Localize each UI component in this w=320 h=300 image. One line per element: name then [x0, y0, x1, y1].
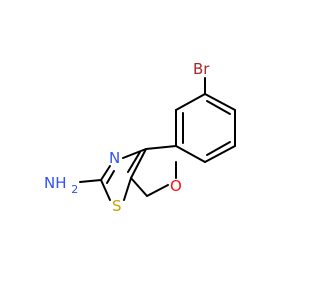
- bond-c3-c4: [204, 145, 236, 163]
- bond-c9b-c5: [145, 145, 177, 150]
- atom-br: Br: [193, 60, 210, 78]
- bond-c2-s: [100, 179, 111, 201]
- bond-s-c3a: [123, 177, 132, 201]
- bond-o-ch2: [146, 184, 169, 197]
- bond-c9b-c3a-inner: [127, 151, 141, 173]
- atom-nh2-subscript: 2: [71, 183, 78, 196]
- atom-s: S: [112, 197, 122, 215]
- bond-c9b-c3a: [130, 148, 147, 179]
- bonds: [79, 77, 236, 201]
- atom-o: O: [170, 177, 182, 195]
- bond-c1-c2: [204, 93, 236, 111]
- bond-c4-c5: [175, 145, 206, 163]
- bond-ch2-c3a: [130, 177, 148, 197]
- bond-c3-c4-inner: [206, 141, 231, 156]
- bond-n-c2-inner: [106, 170, 115, 184]
- bond-n-c2: [100, 165, 111, 181]
- molecule-diagram: Br N S O NH 2: [44, 60, 236, 215]
- atom-nh2-label: NH: [44, 174, 67, 192]
- bond-c1-c2-inner: [206, 100, 231, 115]
- bond-c9b-n: [122, 148, 147, 159]
- bond-c2-nh2: [79, 179, 102, 183]
- atom-n-ring: N: [109, 149, 120, 167]
- atom-nh2: NH 2: [44, 174, 78, 196]
- bond-c6-c1: [175, 93, 206, 111]
